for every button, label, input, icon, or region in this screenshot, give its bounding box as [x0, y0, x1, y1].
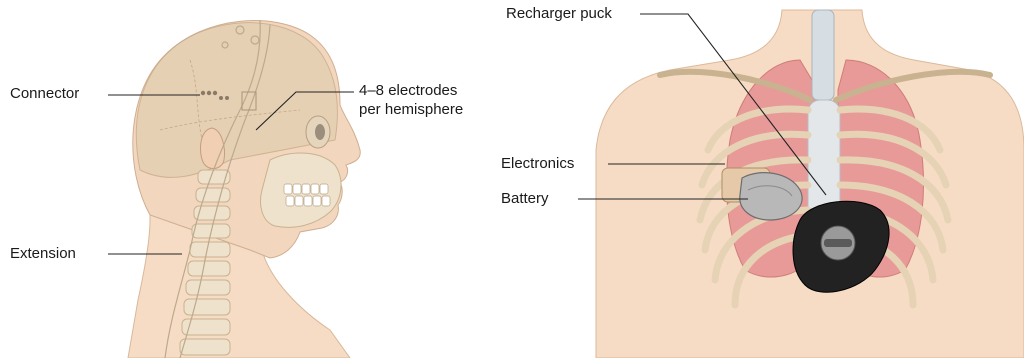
electrodes-label-line2: per hemisphere — [359, 100, 463, 119]
electrodes-label-line1: 4–8 electrodes — [359, 81, 463, 100]
trachea — [812, 10, 834, 100]
battery-label: Battery — [501, 189, 549, 208]
electronics-label: Electronics — [501, 154, 574, 173]
torso-illustration — [596, 10, 1024, 358]
extension-label: Extension — [10, 244, 76, 263]
electrodes-label: 4–8 electrodes per hemisphere — [359, 81, 463, 119]
connector-label: Connector — [10, 84, 79, 103]
recharger-puck-label: Recharger puck — [506, 4, 612, 23]
head-profile-illustration — [128, 20, 360, 358]
